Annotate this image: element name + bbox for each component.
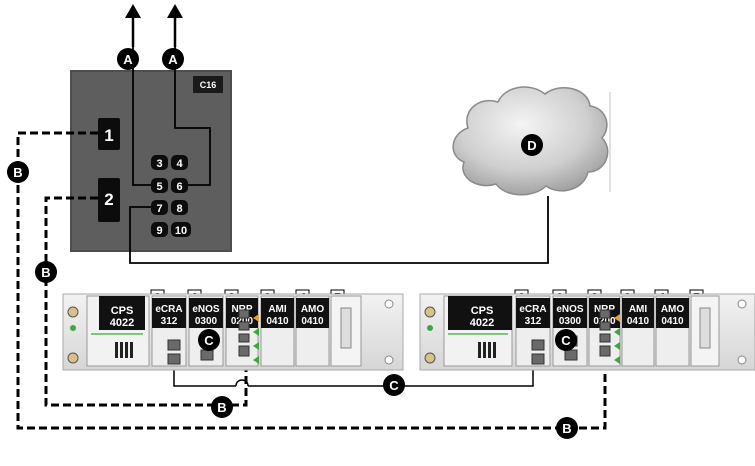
- rack-1-mod-4-model: 0410: [266, 316, 289, 327]
- uplink-arrows: [125, 4, 183, 47]
- callout-a-left: [117, 48, 139, 70]
- svg-text:C: C: [561, 333, 571, 348]
- callout-c-rack2: [555, 329, 577, 351]
- callout-b-outer-bottom: [556, 417, 578, 439]
- svg-text:C: C: [389, 378, 399, 393]
- cable-d: [129, 196, 549, 264]
- rack-1-power-name: CPS: [111, 305, 134, 317]
- cable-a-right: [174, 47, 211, 186]
- svg-text:A: A: [123, 52, 133, 67]
- svg-text:5: 5: [156, 181, 162, 193]
- rack-1-mod-2-model: 0300: [195, 316, 218, 327]
- svg-text:B: B: [562, 421, 571, 436]
- svg-text:D: D: [527, 138, 536, 153]
- switch-port-10[interactable]: [171, 222, 191, 237]
- svg-text:A: A: [168, 52, 178, 67]
- rack-1-mod-5-model: 0410: [301, 316, 324, 327]
- rack-2-power-name: CPS: [471, 305, 494, 317]
- rack-2-mod-5-model: 0410: [661, 316, 684, 327]
- cable-b-outer: [16, 131, 607, 430]
- rack-2-mod-2-model: 0300: [559, 316, 582, 327]
- svg-text:9: 9: [156, 225, 162, 237]
- switch-port-2-label: 2: [104, 190, 113, 209]
- callouts: A A B B B B C C C D: [7, 48, 578, 439]
- rack-2-mod-4-name: AMI: [629, 304, 648, 315]
- switch-port-7[interactable]: [151, 200, 168, 215]
- switch-port-8[interactable]: [171, 200, 188, 215]
- svg-text:B: B: [41, 265, 50, 280]
- svg-text:B: B: [217, 400, 226, 415]
- cable-c-hop: [235, 379, 249, 387]
- switch-port-2[interactable]: [98, 178, 120, 222]
- switch-port-1-label: 1: [104, 126, 113, 145]
- callout-b-inner-bottom: [211, 396, 233, 418]
- switch-tag-box: [193, 76, 223, 93]
- svg-text:6: 6: [176, 181, 182, 193]
- rack-2-mod-1-name: eCRA: [519, 304, 546, 315]
- svg-text:10: 10: [175, 225, 187, 237]
- rack-1-mod-1-name: eCRA: [155, 304, 182, 315]
- svg-text:8: 8: [176, 203, 182, 215]
- rack-1-power-model: 4022: [110, 317, 134, 329]
- rack-1-mod-2-name: eNOS: [192, 304, 220, 315]
- rack-2-mod-1-model: 312: [525, 316, 542, 327]
- rack-1: 0 1 2 3 4 5 CPS 4022: [62, 289, 404, 371]
- rack-2-mod-4-model: 0410: [627, 316, 650, 327]
- switch-small-ports: 3 4 5 6 7 8 9 10: [151, 155, 191, 237]
- rack-1-mod-1-model: 312: [161, 316, 178, 327]
- svg-text:B: B: [13, 165, 22, 180]
- rack-2-power-model: 4022: [470, 317, 494, 329]
- rack-2: 0 1 2 3 4 5 CPS 4022 eCRA 312: [419, 289, 755, 371]
- rack-1-mod-4-name: AMI: [268, 304, 287, 315]
- ethernet-switch: C16 1 2 3 4 5 6 7 8 9 10: [70, 70, 232, 252]
- callout-d: [521, 134, 543, 156]
- cable-a-left: [132, 47, 151, 186]
- callout-b-inner-left: [35, 261, 57, 283]
- callout-a-right: [162, 48, 184, 70]
- rack-1-mod-5-name: AMO: [301, 304, 325, 315]
- callout-c-link: [383, 374, 405, 396]
- svg-text:3: 3: [156, 158, 162, 170]
- callout-c-rack1: [198, 329, 220, 351]
- switch-port-4[interactable]: [171, 155, 188, 170]
- cable-b-inner: [44, 196, 248, 407]
- callout-b-outer-left: [7, 161, 29, 183]
- rack-2-mod-2-name: eNOS: [556, 304, 584, 315]
- switch-port-1[interactable]: [98, 118, 120, 150]
- svg-text:4: 4: [176, 158, 183, 170]
- switch-port-9[interactable]: [151, 222, 168, 237]
- switch-tag: C16: [200, 80, 217, 90]
- switch-port-3[interactable]: [151, 155, 168, 170]
- switch-port-6[interactable]: [171, 178, 188, 193]
- svg-text:7: 7: [156, 203, 162, 215]
- rack-2-mod-5-name: AMO: [661, 304, 685, 315]
- switch-port-5[interactable]: [151, 178, 168, 193]
- svg-text:C: C: [204, 333, 214, 348]
